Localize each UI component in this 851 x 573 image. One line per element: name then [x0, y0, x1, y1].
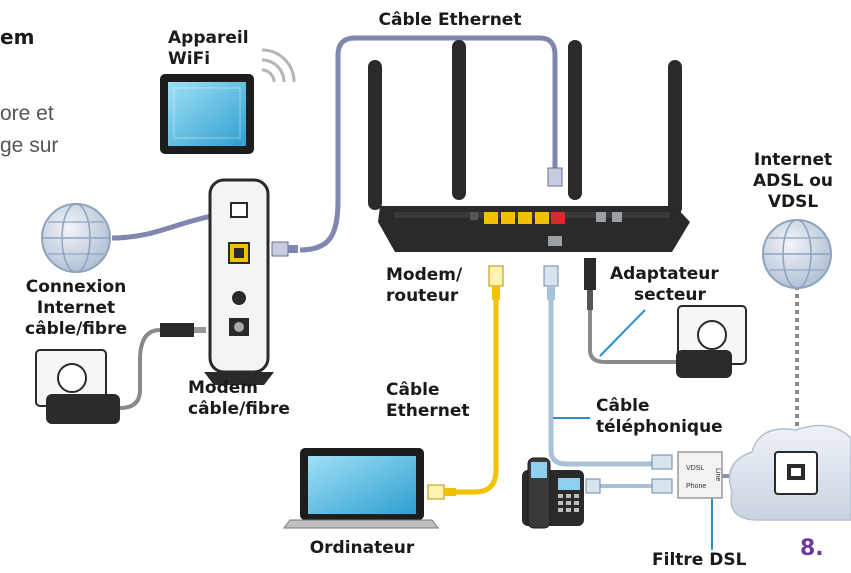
label-connexion-cable: Connexion Internet câble/fibre [0, 277, 152, 340]
label-modem-routeur-line2: routeur [386, 286, 459, 306]
ethernet-cable-yellow [455, 300, 499, 495]
globe-icon-right [762, 219, 832, 289]
router-power-plug [584, 258, 596, 310]
label-modem-cable-fibre: Modem câble/fibre [188, 378, 290, 420]
label-modem-routeur-line1: Modem/ [386, 265, 463, 285]
ethernet-cable-top [299, 35, 558, 253]
phone-plug [585, 478, 601, 494]
label-filtre-dsl: Filtre DSL [652, 550, 747, 570]
router-top-plug [547, 167, 563, 187]
wall-outlet-right [676, 305, 747, 378]
label-cable-telephonique: Câble téléphonique [596, 396, 723, 438]
laptop-ethernet-plug [427, 484, 456, 500]
cable-modem [204, 178, 274, 385]
dsl-filter: VDSL Phone Line [651, 451, 723, 499]
text-fragment-2: ge sur [0, 134, 59, 157]
label-cable-tel-line2: téléphonique [596, 417, 723, 437]
modem-power-plug [160, 323, 206, 337]
label-adaptateur: Adaptateur secteur [610, 264, 719, 306]
text-fragment-1: ore et [0, 102, 54, 125]
label-internet-line1: Internet [753, 150, 833, 170]
label-cable-ethernet-line1: Câble [386, 380, 440, 400]
router-phone-plug [543, 265, 559, 300]
router-yellow-plug [488, 265, 504, 300]
label-cable-ethernet-bottom: Câble Ethernet [386, 380, 470, 422]
laptop-icon [283, 448, 439, 529]
tablet-icon [160, 74, 254, 154]
label-connexion-line3: câble/fibre [25, 319, 127, 339]
step-number-fragment: 8. [800, 536, 824, 561]
label-cable-ethernet-line2: Ethernet [386, 401, 470, 421]
label-modem-routeur: Modem/ routeur [386, 265, 462, 307]
filter-port-vdsl: VDSL [686, 465, 704, 472]
modem-power-cord [119, 328, 161, 410]
label-internet-adsl: Internet ADSL ou VDSL [738, 150, 848, 213]
label-wifi-device: Appareil WiFi [168, 28, 249, 70]
label-adaptateur-line2: secteur [634, 285, 706, 305]
wall-jack-icon [774, 451, 818, 495]
router-power-cord [588, 310, 676, 364]
label-modem-cable-line1: Modem [188, 378, 259, 398]
wall-outlet-left [35, 349, 120, 424]
label-internet-line3: VDSL [767, 192, 819, 212]
label-ordinateur: Ordinateur [309, 538, 415, 558]
filter-port-line: Line [714, 468, 721, 481]
label-cable-tel-line1: Câble [596, 396, 650, 416]
label-connexion-line1: Connexion [25, 277, 127, 297]
label-connexion-line2: Internet [36, 298, 116, 318]
phone-cable [548, 300, 652, 467]
wifi-icon [261, 48, 296, 83]
phone-icon [522, 457, 584, 529]
label-wifi-line2: WiFi [168, 49, 211, 69]
heading-fragment: em [0, 25, 35, 49]
router [368, 40, 690, 252]
filter-port-phone: Phone [686, 483, 706, 490]
pointer-adaptateur [599, 309, 646, 357]
label-internet-line2: ADSL ou [752, 171, 834, 191]
label-cable-ethernet-top: Câble Ethernet [378, 10, 522, 30]
globe-icon-left [41, 203, 111, 273]
label-modem-cable-line2: câble/fibre [188, 399, 290, 419]
label-wifi-line1: Appareil [168, 28, 249, 48]
modem-ethernet-plug [271, 241, 298, 257]
label-adaptateur-line1: Adaptateur [610, 264, 719, 284]
